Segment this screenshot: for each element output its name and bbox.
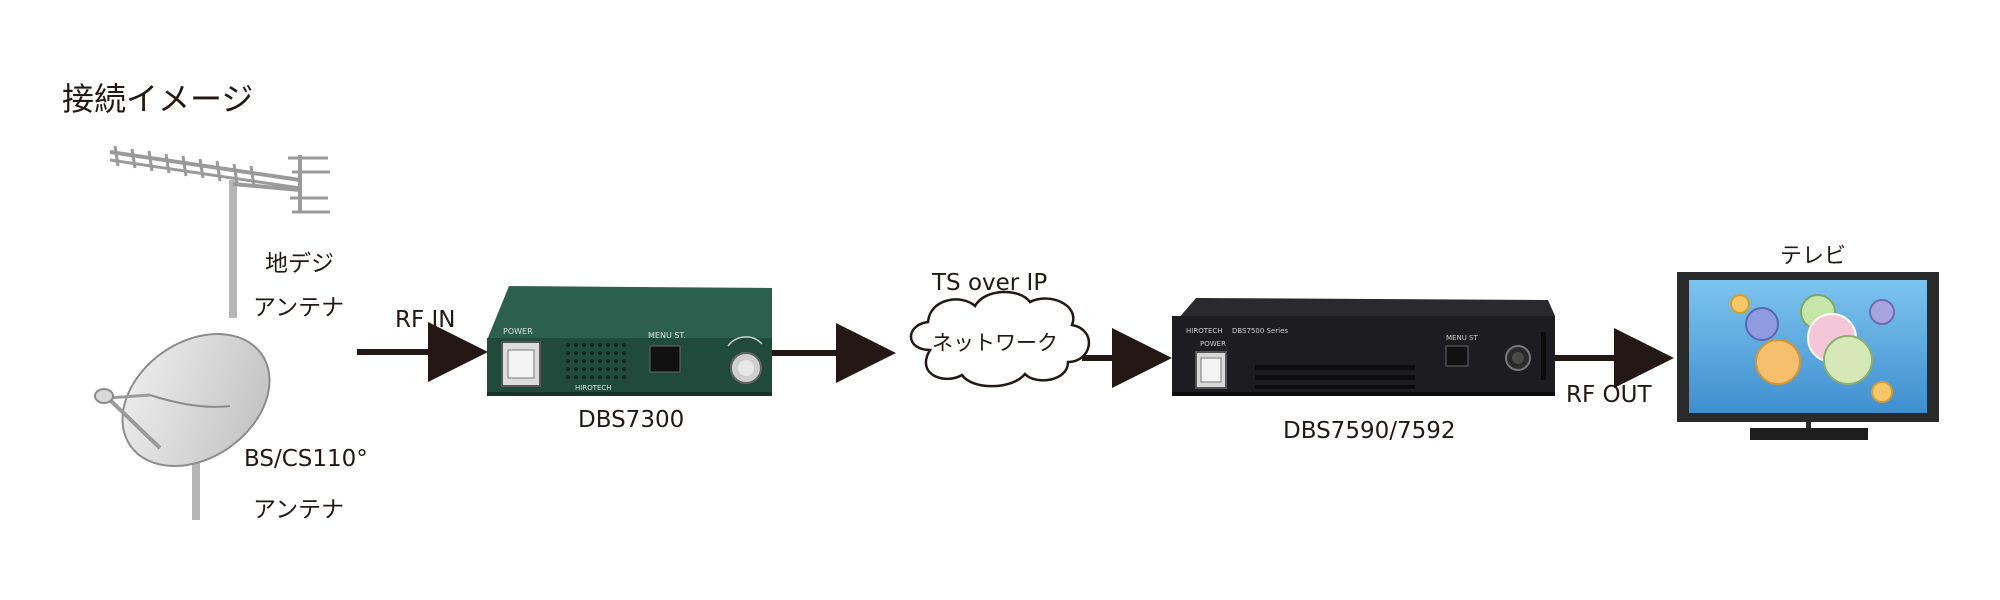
- satellite-dish-icon: [94, 332, 271, 520]
- ts-over-ip-label: TS over IP: [932, 270, 1048, 296]
- decoder-menu-text: MENU ST: [1446, 334, 1478, 342]
- decoder-name-label: DBS7590/7592: [1283, 418, 1456, 444]
- satellite-antenna-label-1: BS/CS110°: [244, 446, 368, 472]
- network-cloud-label: ネットワーク: [932, 331, 1058, 355]
- terrestrial-antenna-label-2: アンテナ: [253, 295, 345, 321]
- encoder-brand-text: HIROTECH: [575, 384, 612, 392]
- encoder-menu-text: MENU ST.: [648, 331, 686, 340]
- encoder-name-label: DBS7300: [578, 407, 685, 433]
- diagram-title: 接続イメージ: [62, 80, 254, 118]
- decoder-series-text: DBS7500 Series: [1232, 327, 1288, 335]
- decoder-brand-text: HIROTECH: [1186, 327, 1223, 335]
- decoder-device-icon: HIROTECH DBS7500 Series POWER MENU ST: [1172, 298, 1555, 396]
- tv-icon: [1677, 272, 1939, 440]
- encoder-power-text: POWER: [503, 327, 533, 336]
- terrestrial-antenna-label-1: 地デジ: [265, 251, 334, 277]
- decoder-power-text: POWER: [1200, 340, 1226, 348]
- network-cloud-icon: ネットワーク: [909, 290, 1090, 388]
- satellite-antenna-label-2: アンテナ: [253, 497, 345, 523]
- terrestrial-antenna-icon: [109, 145, 330, 318]
- tv-label: テレビ: [1780, 244, 1847, 269]
- encoder-device-icon: POWER HIROTECH MENU ST.: [487, 286, 772, 396]
